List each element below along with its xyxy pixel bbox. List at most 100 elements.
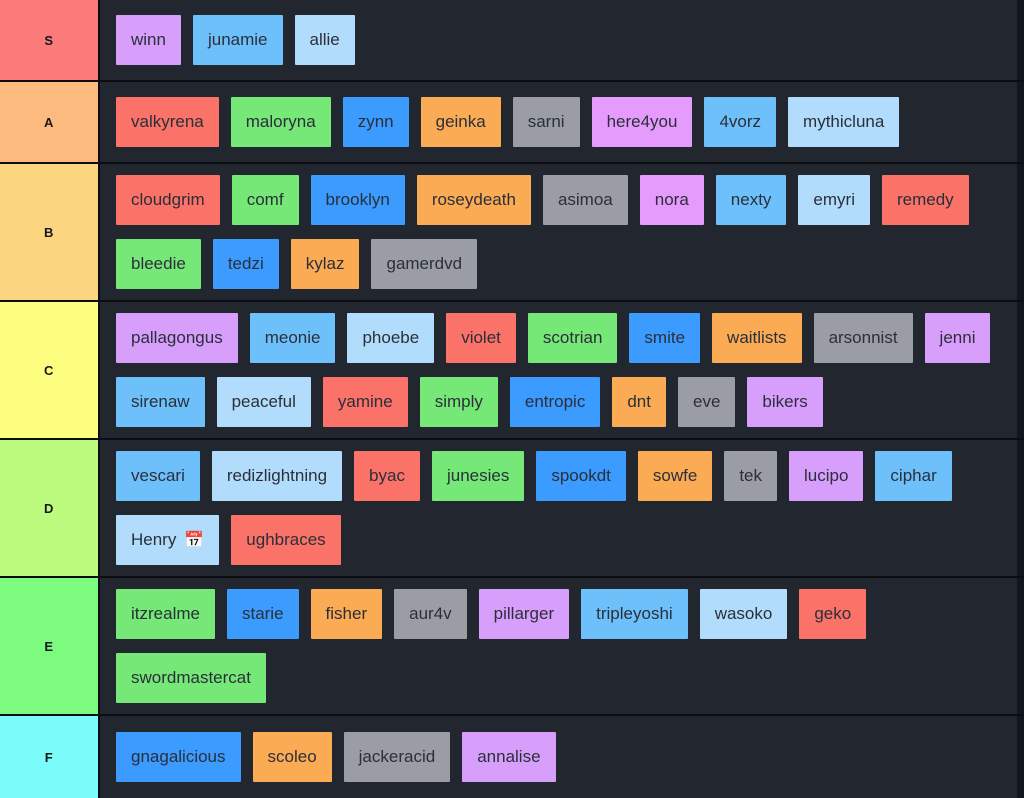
tier-item-label: violet (461, 328, 501, 347)
tier-item-tile[interactable]: junamie (192, 15, 283, 65)
tier-item-tile[interactable]: asimoa (542, 175, 628, 225)
tier-item-tile[interactable]: swordmastercat (116, 653, 266, 703)
tier-item-tile[interactable]: scoleo (252, 732, 332, 782)
tier-item-tile[interactable]: gamerdvd (371, 239, 478, 289)
tier-item-tile[interactable]: spookdt (536, 451, 626, 501)
tier-item-label: junesies (446, 466, 510, 485)
tier-item-tile[interactable]: maloryna (230, 97, 331, 147)
tier-item-tile[interactable]: kylaz (290, 239, 360, 289)
tier-item-tile[interactable]: sirenaw (116, 377, 205, 427)
tier-item-label: kylaz (305, 254, 345, 273)
tier-item-tile[interactable]: nexty (715, 175, 787, 225)
tier-item-tile[interactable]: comf (231, 175, 299, 225)
tier-item-label: arsonnist (828, 328, 898, 347)
tier-item-tile[interactable]: winn (116, 15, 181, 65)
tier-item-tile[interactable]: sarni (512, 97, 580, 147)
tier-item-tile[interactable]: emyri (798, 175, 870, 225)
tier-item-label: tedzi (227, 254, 264, 273)
tier-item-tile[interactable]: allie (294, 15, 355, 65)
tier-item-tile[interactable]: roseydeath (416, 175, 531, 225)
tier-item-tile[interactable]: sowfe (637, 451, 713, 501)
tier-item-tile[interactable]: wasoko (699, 589, 788, 639)
tier-item-tile[interactable]: simply (419, 377, 498, 427)
tier-item-tile[interactable]: bikers (747, 377, 823, 427)
tier-item-tile[interactable]: fisher (310, 589, 383, 639)
calendar-icon: 📅 (184, 532, 205, 549)
tier-item-label: allie (309, 30, 340, 49)
tier-item-tile[interactable]: Henry 📅 (116, 515, 220, 565)
tier-item-label: valkyrena (131, 112, 204, 131)
tier-item-label: 4vorz (719, 112, 762, 131)
tier-item-tile[interactable]: gnagalicious (116, 732, 241, 782)
tier-item-tile[interactable]: brooklyn (310, 175, 405, 225)
tier-item-tile[interactable]: nora (639, 175, 704, 225)
tier-label-e[interactable]: E (0, 578, 100, 714)
tier-item-tile[interactable]: waitlists (712, 313, 802, 363)
tier-item-tile[interactable]: junesies (431, 451, 525, 501)
tier-items-d: vescari redizlightning byac junesies spookdt… (100, 440, 1024, 576)
tier-item-label: entropic (524, 392, 586, 411)
tier-item-tile[interactable]: vescari (116, 451, 200, 501)
tier-item-tile[interactable]: smite (629, 313, 701, 363)
tier-item-tile[interactable]: ciphar (875, 451, 952, 501)
tier-item-label: cloudgrim (131, 190, 205, 209)
tier-item-tile[interactable]: geinka (420, 97, 501, 147)
tier-item-label: ughbraces (246, 530, 326, 549)
tier-item-tile[interactable]: tek (724, 451, 777, 501)
tier-item-tile[interactable]: starie (226, 589, 299, 639)
tier-item-tile[interactable]: tripleyoshi (581, 589, 688, 639)
tier-item-tile[interactable]: 4vorz (704, 97, 777, 147)
tier-item-label: scoleo (267, 747, 317, 766)
tier-item-tile[interactable]: phoebe (347, 313, 435, 363)
tier-item-label: Henry (131, 530, 177, 549)
tier-item-tile[interactable]: jackeracid (343, 732, 451, 782)
tier-item-label: maloryna (245, 112, 316, 131)
tier-item-label: vescari (131, 466, 185, 485)
tier-item-tile[interactable]: here4you (591, 97, 693, 147)
tier-item-tile[interactable]: pallagongus (116, 313, 238, 363)
tier-item-label: tripleyoshi (596, 604, 673, 623)
tier-item-tile[interactable]: pillarger (478, 589, 570, 639)
tier-label-c[interactable]: C (0, 302, 100, 438)
tier-item-tile[interactable]: valkyrena (116, 97, 219, 147)
tier-item-tile[interactable]: cloudgrim (116, 175, 220, 225)
tier-label-f[interactable]: F (0, 716, 100, 798)
tier-item-tile[interactable]: yamine (322, 377, 408, 427)
tier-item-tile[interactable]: scotrian (527, 313, 618, 363)
tier-item-tile[interactable]: meonie (249, 313, 336, 363)
tier-item-tile[interactable]: jenni (924, 313, 991, 363)
tier-label-d[interactable]: D (0, 440, 100, 576)
tier-item-tile[interactable]: zynn (342, 97, 409, 147)
tier-item-label: emyri (813, 190, 855, 209)
tier-item-tile[interactable]: redizlightning (211, 451, 343, 501)
tier-item-tile[interactable]: mythicluna (788, 97, 900, 147)
tier-item-tile[interactable]: lucipo (789, 451, 864, 501)
tier-item-tile[interactable]: eve (677, 377, 736, 427)
tier-item-tile[interactable]: entropic (509, 377, 601, 427)
tier-item-tile[interactable]: arsonnist (813, 313, 913, 363)
tier-item-label: smite (644, 328, 686, 347)
tier-item-label: sarni (527, 112, 565, 131)
tier-item-tile[interactable]: violet (446, 313, 516, 363)
tier-item-tile[interactable]: bleedie (116, 239, 201, 289)
tier-item-tile[interactable]: ughbraces (231, 515, 341, 565)
tier-item-tile[interactable]: annalise (462, 732, 556, 782)
tier-item-label: jenni (939, 328, 976, 347)
tier-label-a[interactable]: A (0, 82, 100, 162)
tier-item-tile[interactable]: aur4v (394, 589, 467, 639)
tier-item-tile[interactable]: geko (799, 589, 867, 639)
tier-item-tile[interactable]: tedzi (212, 239, 279, 289)
tier-label-b[interactable]: B (0, 164, 100, 300)
tier-label-s[interactable]: S (0, 0, 100, 80)
tier-item-tile[interactable]: peaceful (216, 377, 311, 427)
tier-item-label: pillarger (493, 604, 555, 623)
tier-item-tile[interactable]: byac (354, 451, 420, 501)
tier-item-tile[interactable]: remedy (881, 175, 969, 225)
tier-item-tile[interactable]: dnt (612, 377, 666, 427)
tier-item-tile[interactable]: itzrealme (116, 589, 215, 639)
tier-item-label: redizlightning (226, 466, 328, 485)
